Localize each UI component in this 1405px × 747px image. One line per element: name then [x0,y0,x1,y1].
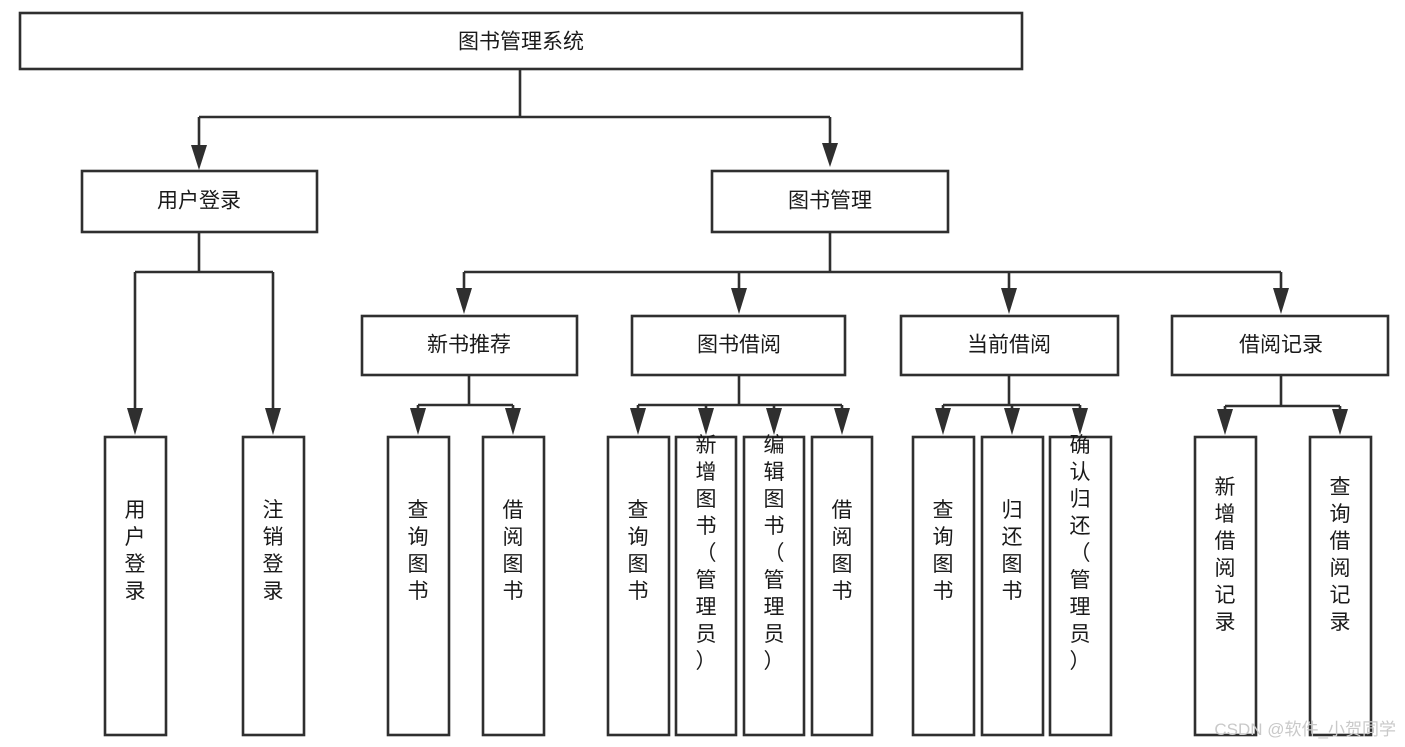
arrow-to-leaf-query-record [1332,409,1348,435]
arrow-to-leaf-query-book-1 [410,408,426,435]
node-leaf-borrow-book-1-box[interactable] [481,435,546,737]
node-leaf-query-record-label: 查询借阅记录 [1330,476,1351,634]
node-leaf-borrow-book-1-label: 借阅图书 [503,499,524,603]
node-leaf-confirm-return-box[interactable] [1048,435,1113,737]
node-new-book-recommend[interactable]: 新书推荐 [360,314,579,377]
arrow-to-book-management [822,143,838,167]
node-current-borrow-box[interactable] [899,314,1120,377]
node-leaf-borrow-book-2-box[interactable] [810,435,874,737]
node-leaf-edit-book[interactable]: 编辑图书（管理员） [742,434,806,737]
node-book-borrow-label: 图书借阅 [697,334,781,357]
node-user-login-box[interactable] [80,169,319,234]
node-leaf-user-login[interactable]: 用户登录 [103,435,168,737]
node-book-borrow-box[interactable] [630,314,847,377]
arrow-to-borrow-record [1273,288,1289,314]
node-leaf-add-book-label: 新增图书（管理员） [696,434,717,673]
arrow-to-user-login [191,145,207,170]
arrow-to-leaf-return-book [1004,408,1020,435]
node-leaf-query-book-1[interactable]: 查询图书 [386,435,451,737]
node-borrow-record-box[interactable] [1170,314,1390,377]
arrow-to-current-borrow [1001,288,1017,314]
node-leaf-query-book-2[interactable]: 查询图书 [606,435,671,737]
node-book-management-label: 图书管理 [788,190,872,213]
arrow-to-new-book-recommend [456,288,472,314]
node-leaf-user-login-label: 用户登录 [125,499,146,603]
node-book-management-box[interactable] [710,169,950,234]
node-leaf-query-book-1-label: 查询图书 [408,499,429,603]
node-new-book-recommend-label: 新书推荐 [427,334,511,357]
node-leaf-query-book-3-box[interactable] [911,435,976,737]
arrow-to-leaf-logout [265,408,281,435]
node-leaf-query-book-3[interactable]: 查询图书 [911,435,976,737]
node-borrow-record[interactable]: 借阅记录 [1170,314,1390,377]
node-leaf-query-record-box[interactable] [1308,435,1373,737]
node-leaf-return-book[interactable]: 归还图书 [980,435,1045,737]
arrow-to-book-borrow [731,288,747,314]
arrow-to-leaf-edit-book [766,408,782,435]
node-leaf-add-book-box[interactable] [674,435,738,737]
node-book-borrow[interactable]: 图书借阅 [630,314,847,377]
csdn-watermark: CSDN @软件_小贺同学 [1214,720,1396,739]
arrow-to-leaf-confirm-return [1072,408,1088,435]
node-root[interactable]: 图书管理系统 [18,11,1024,71]
node-leaf-borrow-book-2-label: 借阅图书 [832,499,853,603]
node-leaf-edit-book-box[interactable] [742,435,806,737]
node-leaf-logout-label: 注销登录 [263,499,284,603]
arrow-to-leaf-add-book [698,408,714,435]
node-leaf-add-book[interactable]: 新增图书（管理员） [674,434,738,737]
node-current-borrow[interactable]: 当前借阅 [899,314,1120,377]
node-borrow-record-label: 借阅记录 [1239,334,1323,357]
node-leaf-add-record-box[interactable] [1193,435,1258,737]
node-user-login[interactable]: 用户登录 [80,169,319,234]
node-book-management[interactable]: 图书管理 [710,169,950,234]
node-leaf-query-book-1-box[interactable] [386,435,451,737]
node-leaf-return-book-box[interactable] [980,435,1045,737]
node-leaf-add-record[interactable]: 新增借阅记录 [1193,435,1258,737]
connector-layer [127,69,1348,435]
arrow-to-leaf-query-book-2 [630,408,646,435]
node-leaf-query-book-3-label: 查询图书 [933,499,954,603]
node-new-book-recommend-box[interactable] [360,314,579,377]
arrow-to-leaf-user-login [127,408,143,435]
node-leaf-user-login-box[interactable] [103,435,168,737]
arrow-to-leaf-borrow-book-1 [505,408,521,435]
arrow-to-leaf-borrow-book-2 [834,408,850,435]
node-leaf-query-book-2-label: 查询图书 [628,499,649,603]
node-root-box[interactable] [18,11,1024,71]
arrow-to-leaf-query-book-3 [935,408,951,435]
node-leaf-add-record-label: 新增借阅记录 [1215,476,1236,634]
arrow-to-leaf-add-record [1217,409,1233,435]
node-leaf-logout[interactable]: 注销登录 [241,435,306,737]
node-leaf-confirm-return[interactable]: 确认归还（管理员） [1048,434,1113,737]
node-leaf-confirm-return-label: 确认归还（管理员） [1070,434,1091,673]
node-leaf-borrow-book-1[interactable]: 借阅图书 [481,435,546,737]
node-leaf-borrow-book-2[interactable]: 借阅图书 [810,435,874,737]
node-current-borrow-label: 当前借阅 [967,334,1051,357]
node-leaf-edit-book-label: 编辑图书（管理员） [764,434,785,673]
node-leaf-query-record[interactable]: 查询借阅记录 [1308,435,1373,737]
node-leaf-logout-box[interactable] [241,435,306,737]
node-user-login-label: 用户登录 [157,190,241,213]
node-root-label: 图书管理系统 [458,31,584,54]
node-leaf-query-book-2-box[interactable] [606,435,671,737]
node-leaf-return-book-label: 归还图书 [1002,499,1023,603]
